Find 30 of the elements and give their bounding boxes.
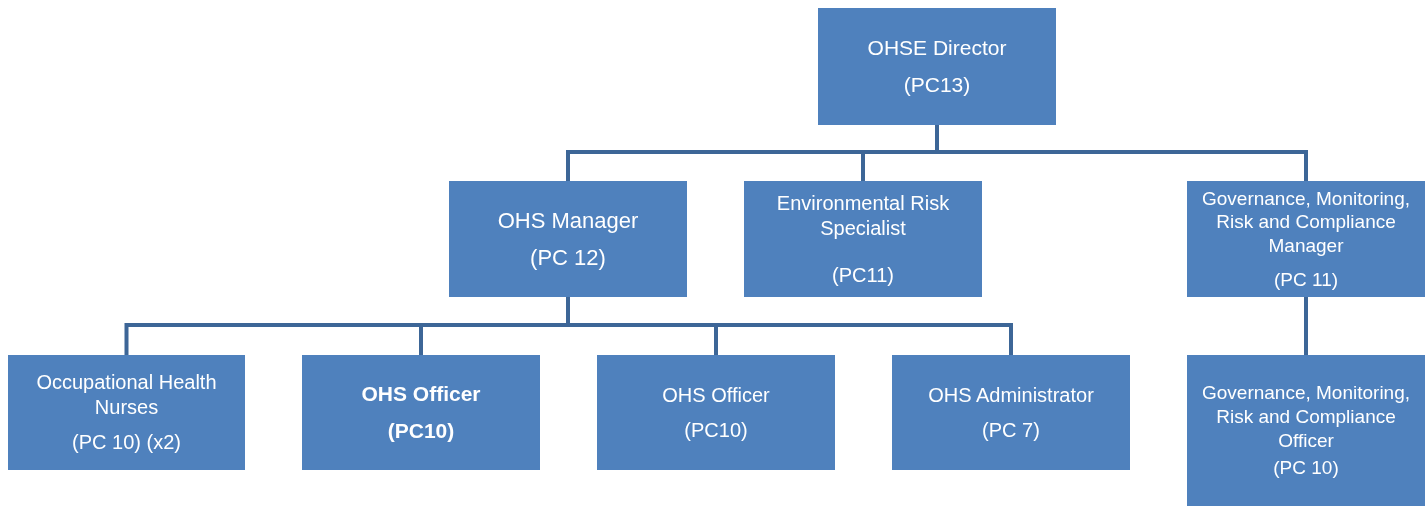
role-title: Environmental Risk Specialist <box>775 190 951 241</box>
connector-line <box>566 297 1013 355</box>
position-box <box>818 8 1056 125</box>
pay-code: (PC 12) <box>530 244 606 272</box>
position-box <box>1187 181 1425 297</box>
pay-code: (PC 11) <box>1273 267 1339 292</box>
role-title: OHS Officer <box>361 381 481 408</box>
position-box <box>8 355 245 470</box>
role-title: Governance, Monitoring, Risk and Compliance Manager <box>1200 186 1412 258</box>
pay-code: (PC13) <box>903 71 971 98</box>
connector-line <box>935 125 1308 181</box>
pay-code: (PC 10) (x2) <box>72 430 181 455</box>
position-box <box>597 355 835 470</box>
pay-code: (PC11) <box>832 262 894 288</box>
role-title: OHS Manager <box>497 206 639 234</box>
role-title: OHS Administrator <box>928 382 1094 408</box>
role-title: Occupational Health Nurses <box>35 370 218 420</box>
position-box <box>744 181 982 297</box>
pay-code: (PC10) <box>684 417 748 443</box>
role-title: Governance, Monitoring, Risk and Compliance Officer <box>1200 381 1412 453</box>
pay-code: (PC 10) <box>1273 456 1339 480</box>
position-box <box>892 355 1130 470</box>
pay-code: (PC 7) <box>982 417 1040 443</box>
role-title: OHS Officer <box>662 382 770 408</box>
pay-code: (PC10) <box>387 417 455 444</box>
position-box <box>449 181 687 297</box>
position-box <box>302 355 540 470</box>
role-title: OHSE Director <box>867 35 1007 62</box>
connector-line <box>1304 297 1308 355</box>
position-box <box>1187 355 1425 506</box>
